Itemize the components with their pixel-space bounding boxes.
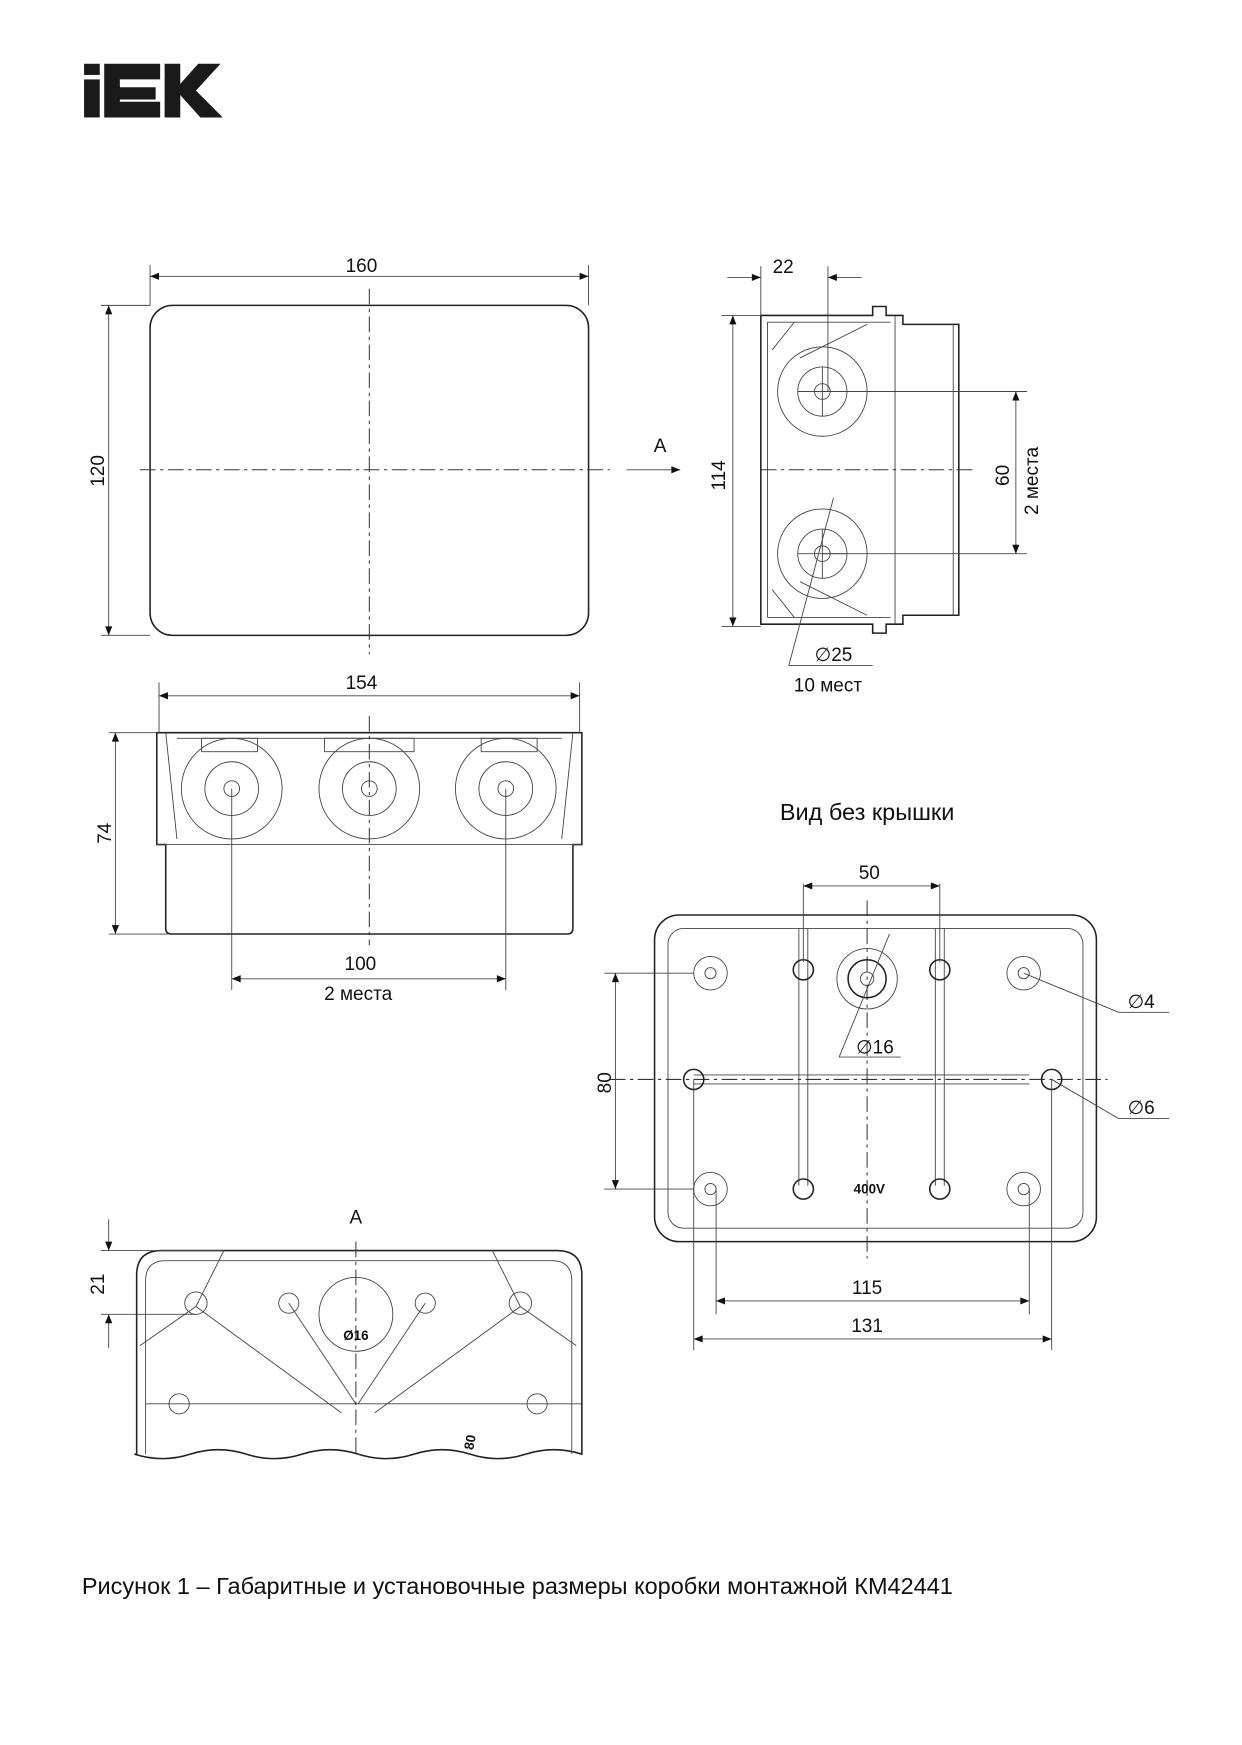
dim-80: 80 bbox=[595, 1072, 616, 1093]
iek-logo bbox=[84, 63, 223, 118]
spacing-note: 2 места bbox=[324, 984, 392, 1005]
view-a: A Ø16 80 21 bbox=[88, 1208, 583, 1460]
dim-d6: ∅6 bbox=[1128, 1098, 1155, 1119]
dim-154: 154 bbox=[346, 673, 378, 694]
view-a-label: A bbox=[350, 1208, 363, 1229]
dim-50: 50 bbox=[859, 863, 880, 884]
dim-160: 160 bbox=[346, 256, 378, 277]
hole-count-note: 10 мест bbox=[794, 675, 863, 696]
voltage-marking: 400V bbox=[854, 1182, 885, 1197]
dim-d25: ∅25 bbox=[815, 645, 853, 666]
figure-caption: Рисунок 1 – Габаритные и установочные ра… bbox=[82, 1573, 953, 1599]
dim-115: 115 bbox=[852, 1278, 882, 1299]
dim-22: 22 bbox=[773, 257, 794, 278]
dim-114: 114 bbox=[709, 460, 730, 491]
view-a-side-mark: 80 bbox=[461, 1434, 478, 1451]
front-view: 154 74 100 2 места bbox=[95, 673, 583, 1005]
view-arrow-label: A bbox=[654, 436, 667, 457]
front-holes bbox=[180, 737, 557, 840]
dim-21: 21 bbox=[88, 1274, 109, 1295]
view-a-hole-dim: Ø16 bbox=[343, 1328, 368, 1343]
dim-120: 120 bbox=[88, 455, 109, 487]
side-view: 22 114 60 2 места ∅25 10 мест bbox=[709, 257, 1043, 696]
dim-131: 131 bbox=[851, 1316, 883, 1337]
top-view: 160 120 A bbox=[88, 256, 681, 655]
dim-60: 60 bbox=[993, 465, 1014, 486]
dim-74: 74 bbox=[95, 822, 116, 844]
dim-d16: ∅16 bbox=[856, 1038, 894, 1059]
dim-100: 100 bbox=[345, 954, 377, 975]
bottom-view: Вид без крышки 50 80 115 131 ∅4 bbox=[595, 799, 1170, 1351]
spacing-note: 2 места bbox=[1022, 447, 1043, 515]
view-title: Вид без крышки bbox=[780, 799, 954, 825]
dim-d4: ∅4 bbox=[1128, 992, 1156, 1013]
